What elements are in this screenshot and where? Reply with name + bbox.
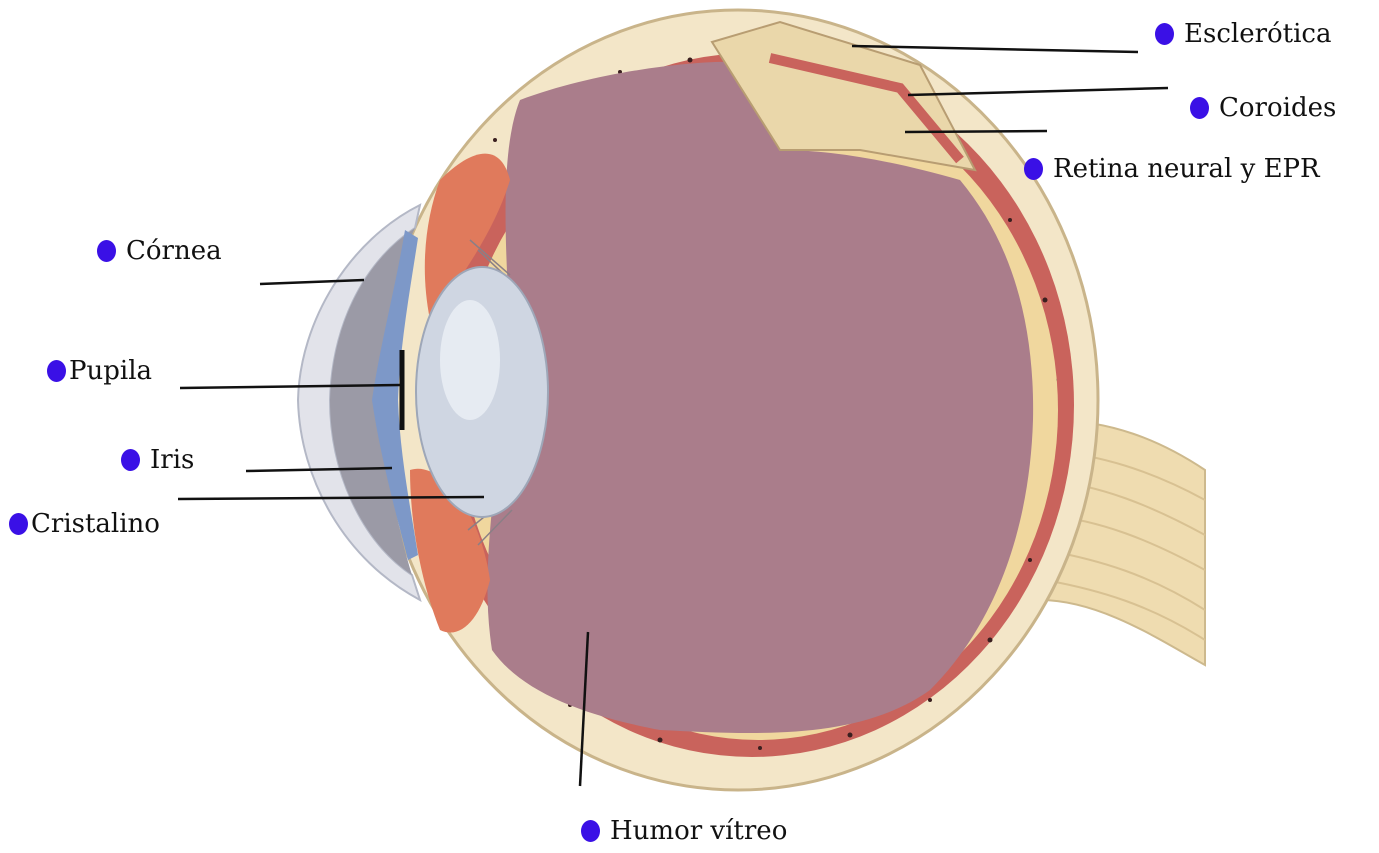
- label-esclerotica[interactable]: Esclerótica: [1155, 19, 1332, 49]
- label-iris[interactable]: Iris: [121, 445, 194, 475]
- marker-dot: [581, 820, 600, 842]
- marker-dot: [47, 360, 66, 382]
- label-text: Iris: [150, 445, 194, 475]
- label-retina-neural[interactable]: Retina neural y EPR: [1024, 154, 1320, 184]
- label-coroides[interactable]: Coroides: [1190, 93, 1336, 123]
- label-text: Retina neural y EPR: [1053, 154, 1320, 184]
- marker-dot: [97, 240, 116, 262]
- label-cristalino[interactable]: Cristalino: [9, 509, 160, 539]
- marker-dot: [9, 513, 28, 535]
- marker-dot: [1190, 97, 1209, 119]
- marker-dot: [1024, 158, 1043, 180]
- leader-retina: [905, 131, 1047, 132]
- label-text: Córnea: [126, 236, 222, 266]
- marker-dot: [121, 449, 140, 471]
- label-text: Coroides: [1219, 93, 1336, 123]
- label-humor-vitreo[interactable]: Humor vítreo: [581, 816, 787, 846]
- marker-dot: [1155, 23, 1174, 45]
- label-text: Pupila: [69, 356, 152, 386]
- label-cornea[interactable]: Córnea: [97, 236, 222, 266]
- label-text: Cristalino: [31, 509, 160, 539]
- lens-highlight: [440, 300, 500, 420]
- label-pupila[interactable]: Pupila: [47, 356, 152, 386]
- label-text: Esclerótica: [1184, 19, 1332, 49]
- label-text: Humor vítreo: [610, 816, 787, 846]
